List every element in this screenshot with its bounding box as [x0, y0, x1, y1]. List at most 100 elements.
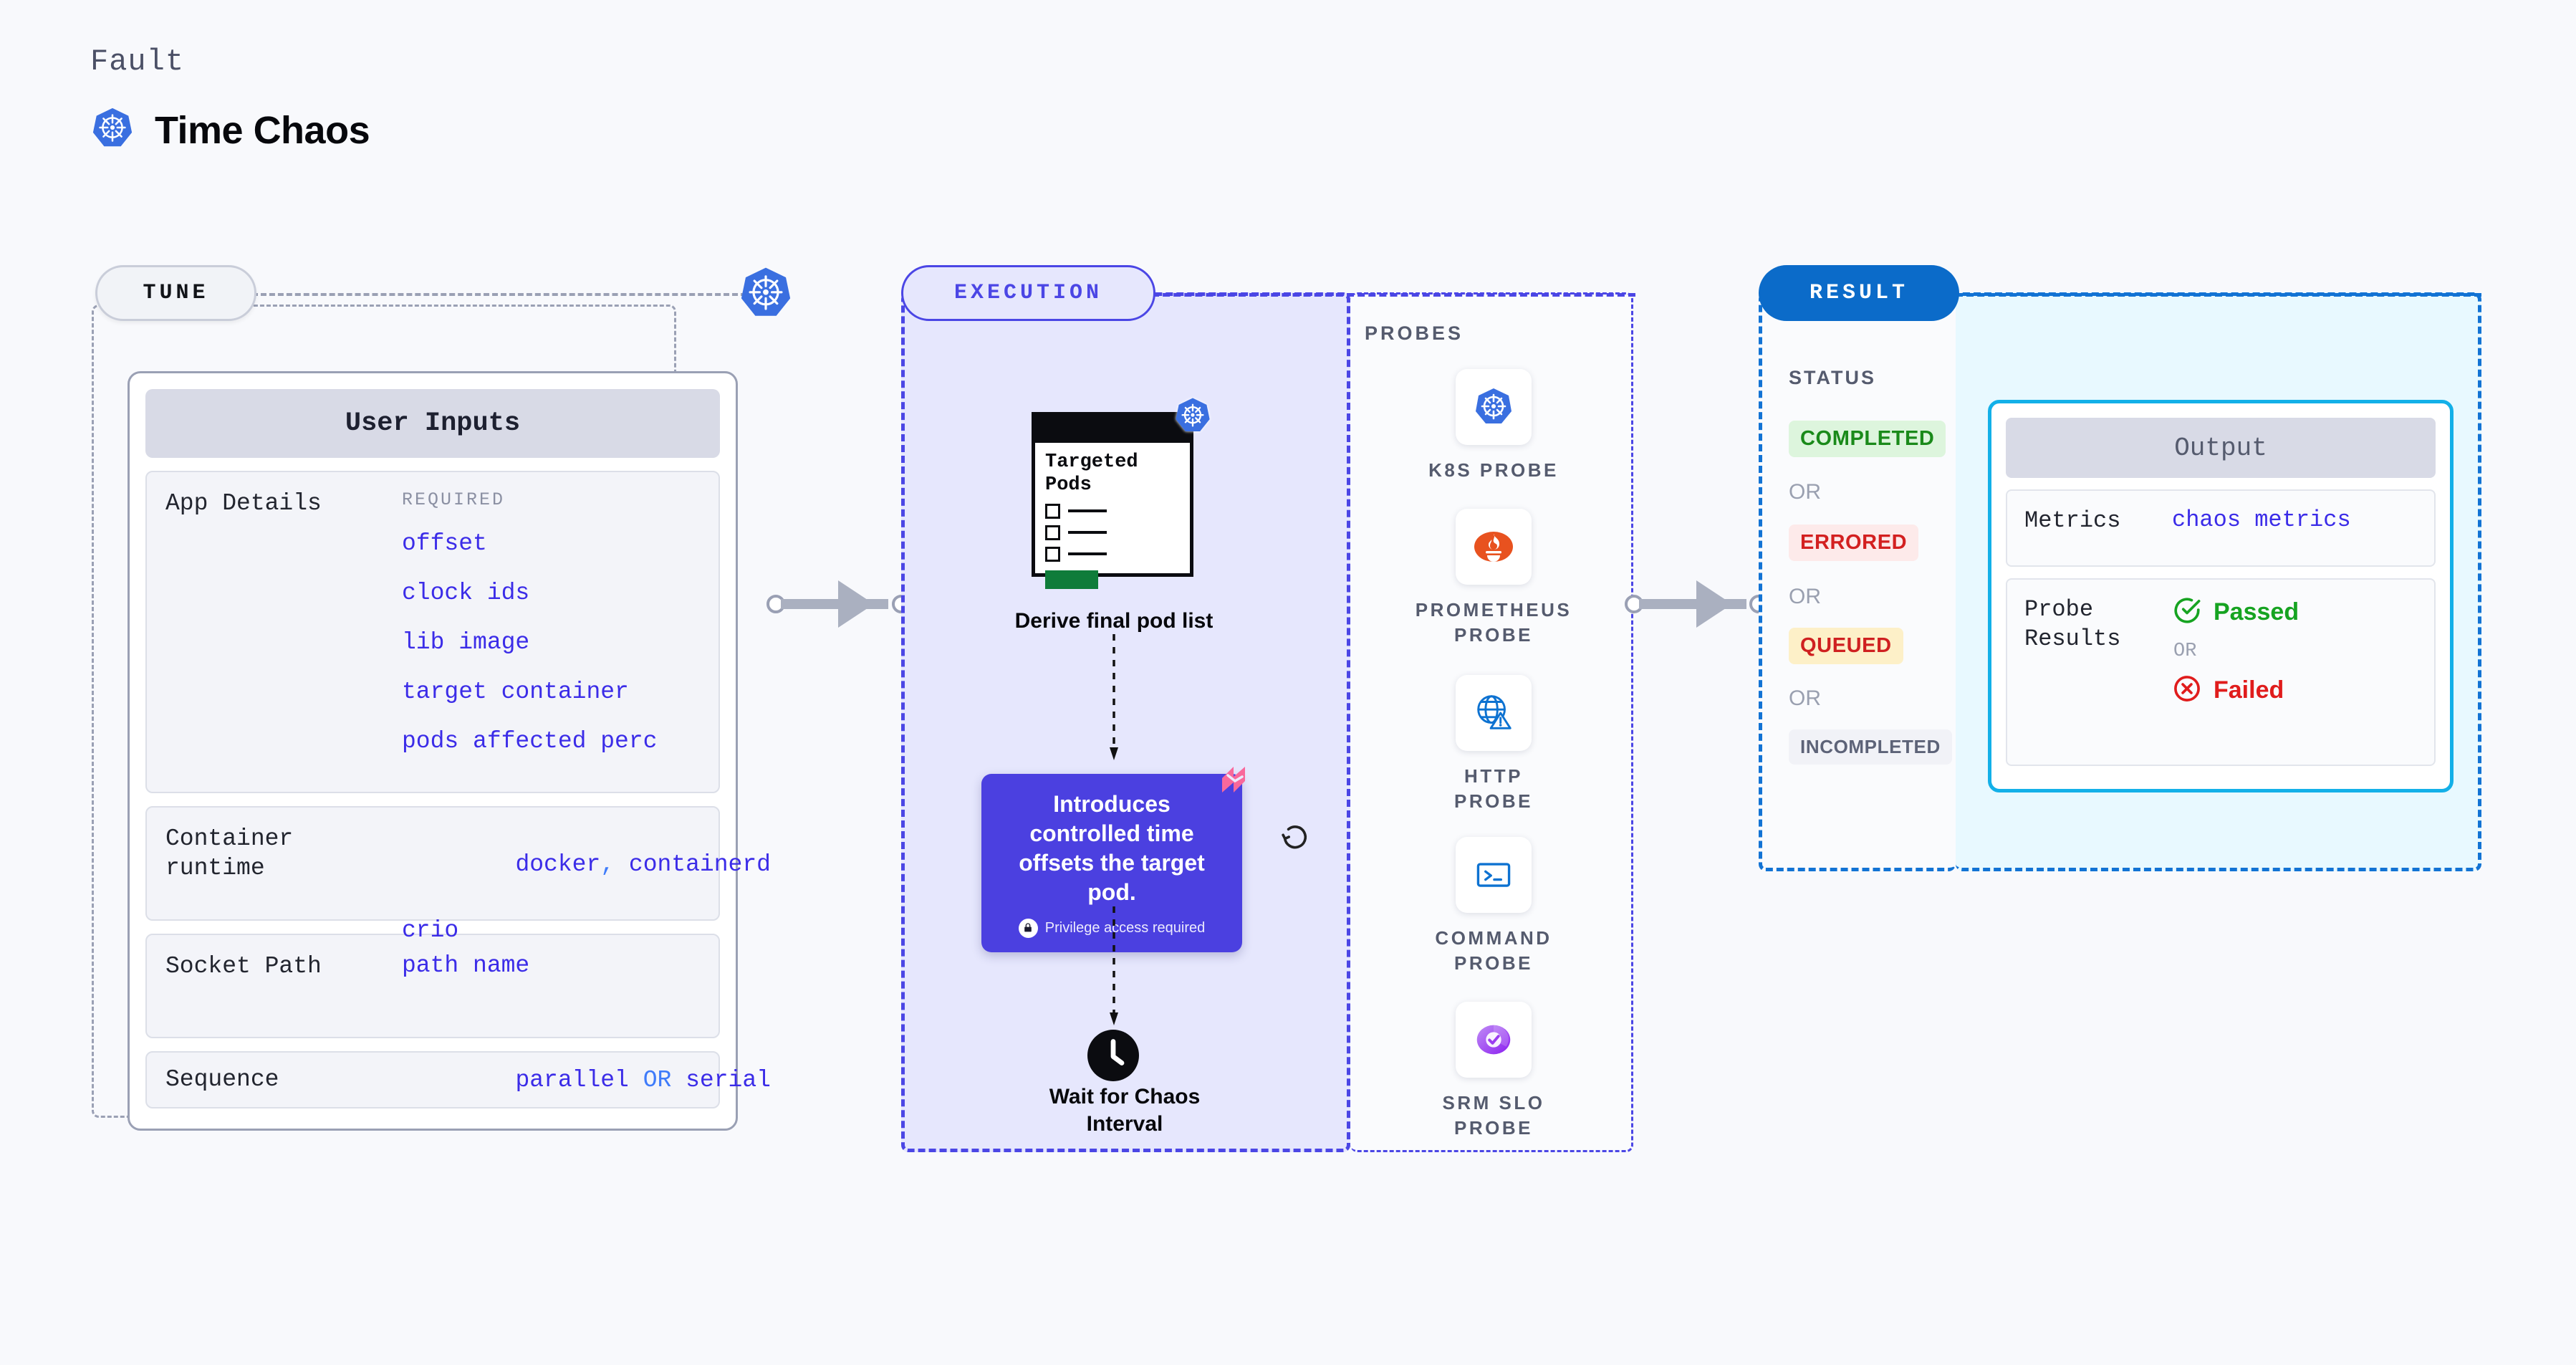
probe-srm-slo[interactable]: SRM SLO PROBE [1422, 1002, 1565, 1141]
x-circle-icon [2172, 674, 2202, 707]
sequence-parallel[interactable]: parallel [515, 1066, 629, 1093]
probes-title: PROBES [1365, 322, 1464, 344]
app-details-label: App Details [165, 490, 322, 517]
flow-arrow-2 [1110, 906, 1118, 1025]
input-offset[interactable]: offset [402, 530, 487, 557]
pod-checkbox[interactable] [1045, 525, 1060, 540]
kubernetes-icon [1456, 369, 1532, 445]
metrics-value[interactable]: chaos metrics [2172, 507, 2351, 533]
sequence-values: parallel OR serial [402, 1040, 771, 1120]
pod-line [1068, 509, 1107, 513]
targeted-pods-title: Targeted Pods [1045, 451, 1138, 496]
runtime-crio[interactable]: crio [402, 917, 459, 944]
socket-path-section: Socket Path path name [145, 934, 720, 1038]
privilege-note: Privilege access required [996, 918, 1228, 938]
sequence-value[interactable]: parallel OR serial [402, 1040, 771, 1120]
flow-arrow-1 [1110, 634, 1118, 760]
result-top-connector [1956, 293, 2481, 297]
runtime-containerd[interactable]: containerd [628, 851, 771, 878]
sequence-label: Sequence [165, 1065, 279, 1093]
kubernetes-icon [738, 265, 794, 325]
check-circle-icon [2172, 595, 2202, 629]
result-stage-pill[interactable]: RESULT [1759, 265, 1959, 321]
input-pods-affected-perc[interactable]: pods affected perc [402, 728, 658, 755]
privilege-note-text: Privilege access required [1044, 919, 1206, 936]
kubernetes-icon [1173, 396, 1212, 439]
clock-icon [1087, 1030, 1139, 1085]
execution-top-connector [1152, 293, 1635, 297]
status-badge-errored: ERRORED [1789, 525, 1919, 561]
socket-path-value[interactable]: path name [402, 952, 530, 979]
output-title: Output [2006, 418, 2436, 478]
container-runtime-section: Container runtime docker, containerd cri… [145, 806, 771, 944]
pod-list-item [1045, 503, 1180, 519]
probe-results-values: Passed OR Failed [2172, 595, 2299, 749]
metrics-section: Metrics chaos metrics [2006, 489, 2436, 567]
probe-results-or: OR [2173, 641, 2197, 662]
pod-checkbox[interactable] [1045, 503, 1060, 519]
status-or-3: OR [1789, 686, 1821, 710]
tune-stage-pill[interactable]: TUNE [95, 265, 256, 321]
probe-command[interactable]: COMMAND PROBE [1422, 837, 1565, 976]
wait-chaos-interval-label: Wait for Chaos Interval [1049, 1085, 1201, 1136]
failed-label: Failed [2214, 676, 2284, 704]
srm-slo-icon [1456, 1002, 1532, 1078]
page-header: Fault Time Chaos [90, 44, 370, 154]
derive-pod-list-label: Derive final pod list [1014, 609, 1213, 633]
status-badge-completed: COMPLETED [1789, 421, 1946, 457]
status-or-1: OR [1789, 480, 1821, 504]
harness-logo-icon [1216, 762, 1251, 800]
app-details-values: REQUIRED offset clock ids lib image targ… [402, 489, 657, 775]
probe-label: PROMETHEUS PROBE [1415, 599, 1572, 646]
status-badge-queued: QUEUED [1789, 628, 1903, 664]
kubernetes-icon [90, 106, 135, 154]
socket-path-label: Socket Path [165, 953, 322, 980]
required-label: REQUIRED [402, 489, 506, 510]
probe-label: K8S PROBE [1428, 459, 1559, 481]
status-or-2: OR [1789, 585, 1821, 608]
status-title: STATUS [1789, 367, 1876, 388]
refresh-icon[interactable] [1279, 820, 1312, 857]
fault-description-tooltip: Introduces controlled time offsets the t… [981, 767, 1245, 952]
sequence-serial[interactable]: serial [686, 1066, 771, 1093]
connector-arrow-2 [1696, 580, 1732, 628]
passed-label: Passed [2214, 598, 2299, 626]
probe-label: COMMAND PROBE [1435, 927, 1552, 974]
probe-result-passed: Passed [2172, 595, 2299, 629]
connector-arrow-1 [838, 580, 874, 628]
page-title: Time Chaos [155, 108, 370, 152]
tune-top-connector [252, 293, 746, 296]
runtime-docker[interactable]: docker [515, 851, 601, 878]
pod-line [1068, 552, 1107, 556]
pod-list-item [1045, 546, 1180, 562]
prometheus-icon [1456, 509, 1532, 585]
status-badge-incompleted: INCOMPLETED [1789, 729, 1952, 765]
probe-prometheus[interactable]: PROMETHEUS PROBE [1416, 509, 1570, 648]
container-runtime-label: Container runtime [165, 825, 294, 881]
probe-http[interactable]: HTTP PROBE [1422, 675, 1565, 814]
input-clock-ids[interactable]: clock ids [402, 580, 530, 606]
container-runtime-values: docker, containerd crio [402, 825, 771, 944]
runtime-line-1[interactable]: docker, containerd [402, 825, 771, 904]
probe-label: SRM SLO PROBE [1442, 1092, 1545, 1139]
pod-checkbox[interactable] [1045, 546, 1060, 562]
sequence-or: OR [643, 1066, 672, 1093]
sequence-section: Sequence parallel OR serial [145, 1051, 771, 1108]
tooltip-text: Introduces controlled time offsets the t… [1019, 791, 1205, 905]
input-target-container[interactable]: target container [402, 679, 629, 705]
user-inputs-title: User Inputs [145, 389, 720, 458]
terminal-icon [1456, 837, 1532, 913]
globe-warning-icon [1456, 675, 1532, 751]
metrics-label: Metrics [2024, 507, 2121, 534]
input-lib-image[interactable]: lib image [402, 629, 530, 656]
pod-progress-bar [1045, 570, 1098, 589]
probe-k8s[interactable]: K8S PROBE [1422, 369, 1565, 483]
runtime-separator: , [600, 851, 615, 878]
execution-stage-pill[interactable]: EXECUTION [901, 265, 1155, 321]
result-stage-box [1759, 292, 1956, 871]
fault-eyebrow: Fault [90, 44, 185, 79]
socket-path-values: path name [402, 952, 529, 1020]
